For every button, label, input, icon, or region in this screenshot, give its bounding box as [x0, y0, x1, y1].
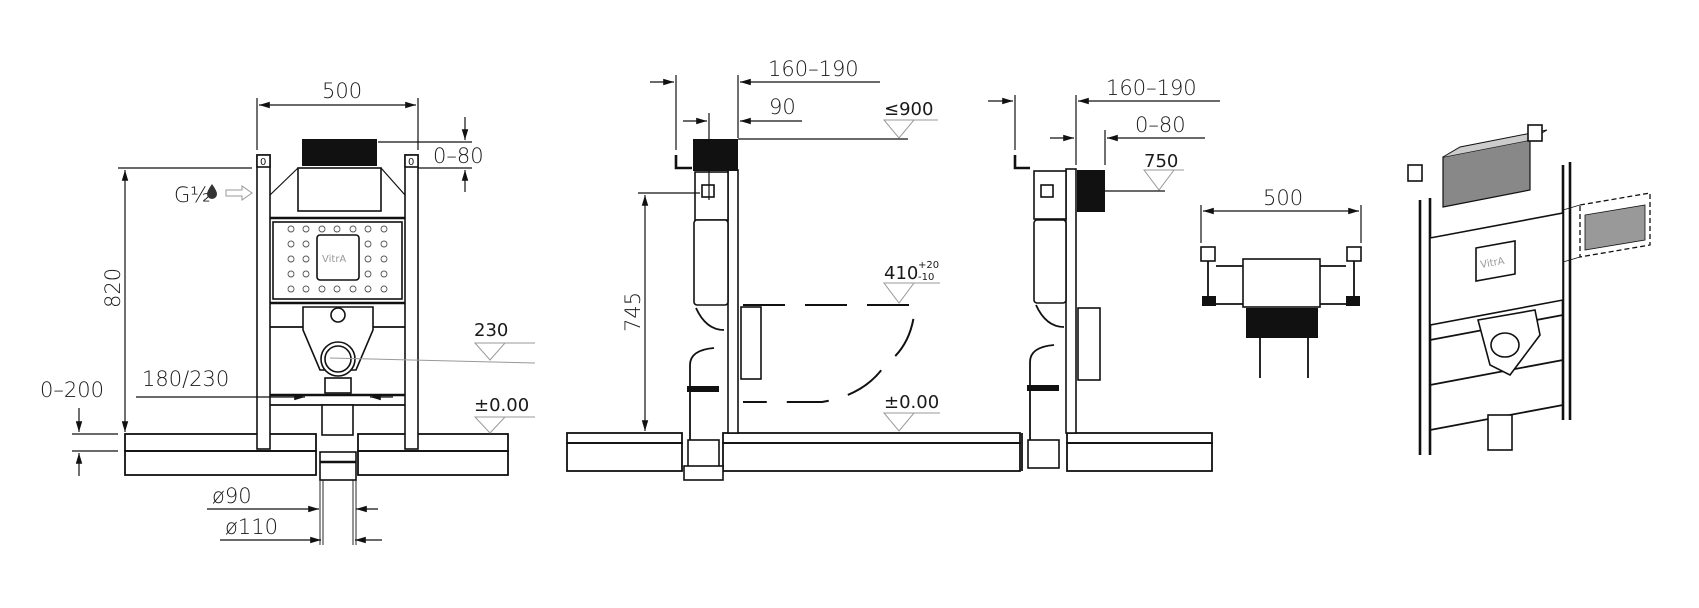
- dimension-180-230: 180/230: [136, 367, 393, 401]
- iso-drain-pipe: [1487, 414, 1513, 451]
- frame: 0 0 VitrA: [256, 139, 536, 545]
- level-410: 410 +20 -10: [883, 260, 940, 304]
- svg-text:ø110: ø110: [225, 515, 278, 539]
- dimension-0-80-side2: 0–80: [1050, 113, 1205, 165]
- drain-pipe: [319, 451, 357, 481]
- water-inlet-label: G½: [174, 183, 253, 207]
- svg-text:180/230: 180/230: [142, 367, 229, 391]
- floor-slab-side: [566, 432, 1021, 472]
- flush-opening-grille: [302, 139, 377, 166]
- svg-text:745: 745: [621, 292, 645, 332]
- svg-text:±0.00: ±0.00: [884, 392, 939, 413]
- svg-text:0–80: 0–80: [1135, 113, 1186, 137]
- svg-text:0: 0: [408, 157, 414, 168]
- svg-text:0–200: 0–200: [40, 378, 104, 402]
- waste-plate: [302, 306, 374, 371]
- brand-logo: VitrA: [322, 254, 346, 265]
- side-view-2: 160–190 0–80 750: [988, 76, 1220, 472]
- svg-text:500: 500: [1263, 186, 1303, 210]
- svg-text:820: 820: [101, 268, 125, 308]
- water-drop-icon: [207, 184, 217, 199]
- svg-text:90: 90: [769, 95, 796, 119]
- dimension-160-190-side1: 160–190: [650, 57, 880, 150]
- svg-text:±0.00: ±0.00: [474, 395, 529, 416]
- iso-cistern-box: [1442, 139, 1531, 208]
- dimension-500-front: 500: [256, 79, 419, 150]
- dimension-0-200: 0–200: [40, 378, 118, 476]
- svg-text:410: 410: [884, 263, 918, 284]
- svg-text:0: 0: [260, 157, 266, 168]
- inlet-arrow-icon: [225, 185, 253, 201]
- waste-pipe: [687, 439, 720, 469]
- dimension-745: 745: [621, 192, 700, 431]
- top-grille: [1246, 308, 1318, 338]
- dimension-pipe-90: ø90: [207, 484, 378, 513]
- svg-text:160–190: 160–190: [1106, 76, 1197, 100]
- cistern-grille-side: [1077, 170, 1105, 212]
- svg-text:750: 750: [1144, 151, 1178, 172]
- level-max-900: ≤900: [738, 99, 938, 140]
- svg-text:G½: G½: [174, 183, 211, 207]
- svg-text:VitrA: VitrA: [1480, 256, 1506, 271]
- svg-text:0–80: 0–80: [433, 144, 484, 168]
- dimension-90-side1: 90: [683, 95, 802, 200]
- dimension-500-top: 500: [1200, 186, 1362, 243]
- floor-slab-front: [124, 433, 509, 476]
- svg-text:+20: +20: [918, 260, 939, 271]
- iso-view: VitrA: [1407, 124, 1651, 455]
- svg-text:-10: -10: [918, 272, 934, 283]
- wc-pan-outline: [743, 304, 917, 403]
- cistern-top: [1242, 258, 1321, 308]
- level-zero-front: ±0.00: [473, 395, 535, 434]
- svg-text:500: 500: [322, 79, 362, 103]
- level-zero-side1: ±0.00: [882, 392, 940, 432]
- dimension-160-190-side2: 160–190: [988, 76, 1220, 165]
- top-view: 500: [1200, 186, 1362, 378]
- svg-text:ø90: ø90: [212, 484, 252, 508]
- cistern-body: [693, 219, 729, 306]
- level-750: 750: [1105, 151, 1184, 192]
- svg-text:230: 230: [474, 320, 508, 341]
- svg-text:160–190: 160–190: [768, 57, 859, 81]
- side-view-wc: 160–190 90 ≤900 745 410 +20 -10 ±0.00: [566, 57, 1021, 481]
- panel-holes: [287, 225, 388, 293]
- cistern-top-grille: [693, 139, 738, 171]
- dimension-pipe-110: ø110: [220, 515, 382, 544]
- floor-slab-side2: [1021, 432, 1213, 472]
- svg-text:≤900: ≤900: [884, 99, 933, 120]
- dimension-0-80-front: 0–80: [378, 117, 484, 192]
- front-view: 0 0 VitrA: [40, 79, 536, 545]
- level-230: 230: [473, 320, 535, 361]
- dimension-820: 820: [101, 167, 252, 432]
